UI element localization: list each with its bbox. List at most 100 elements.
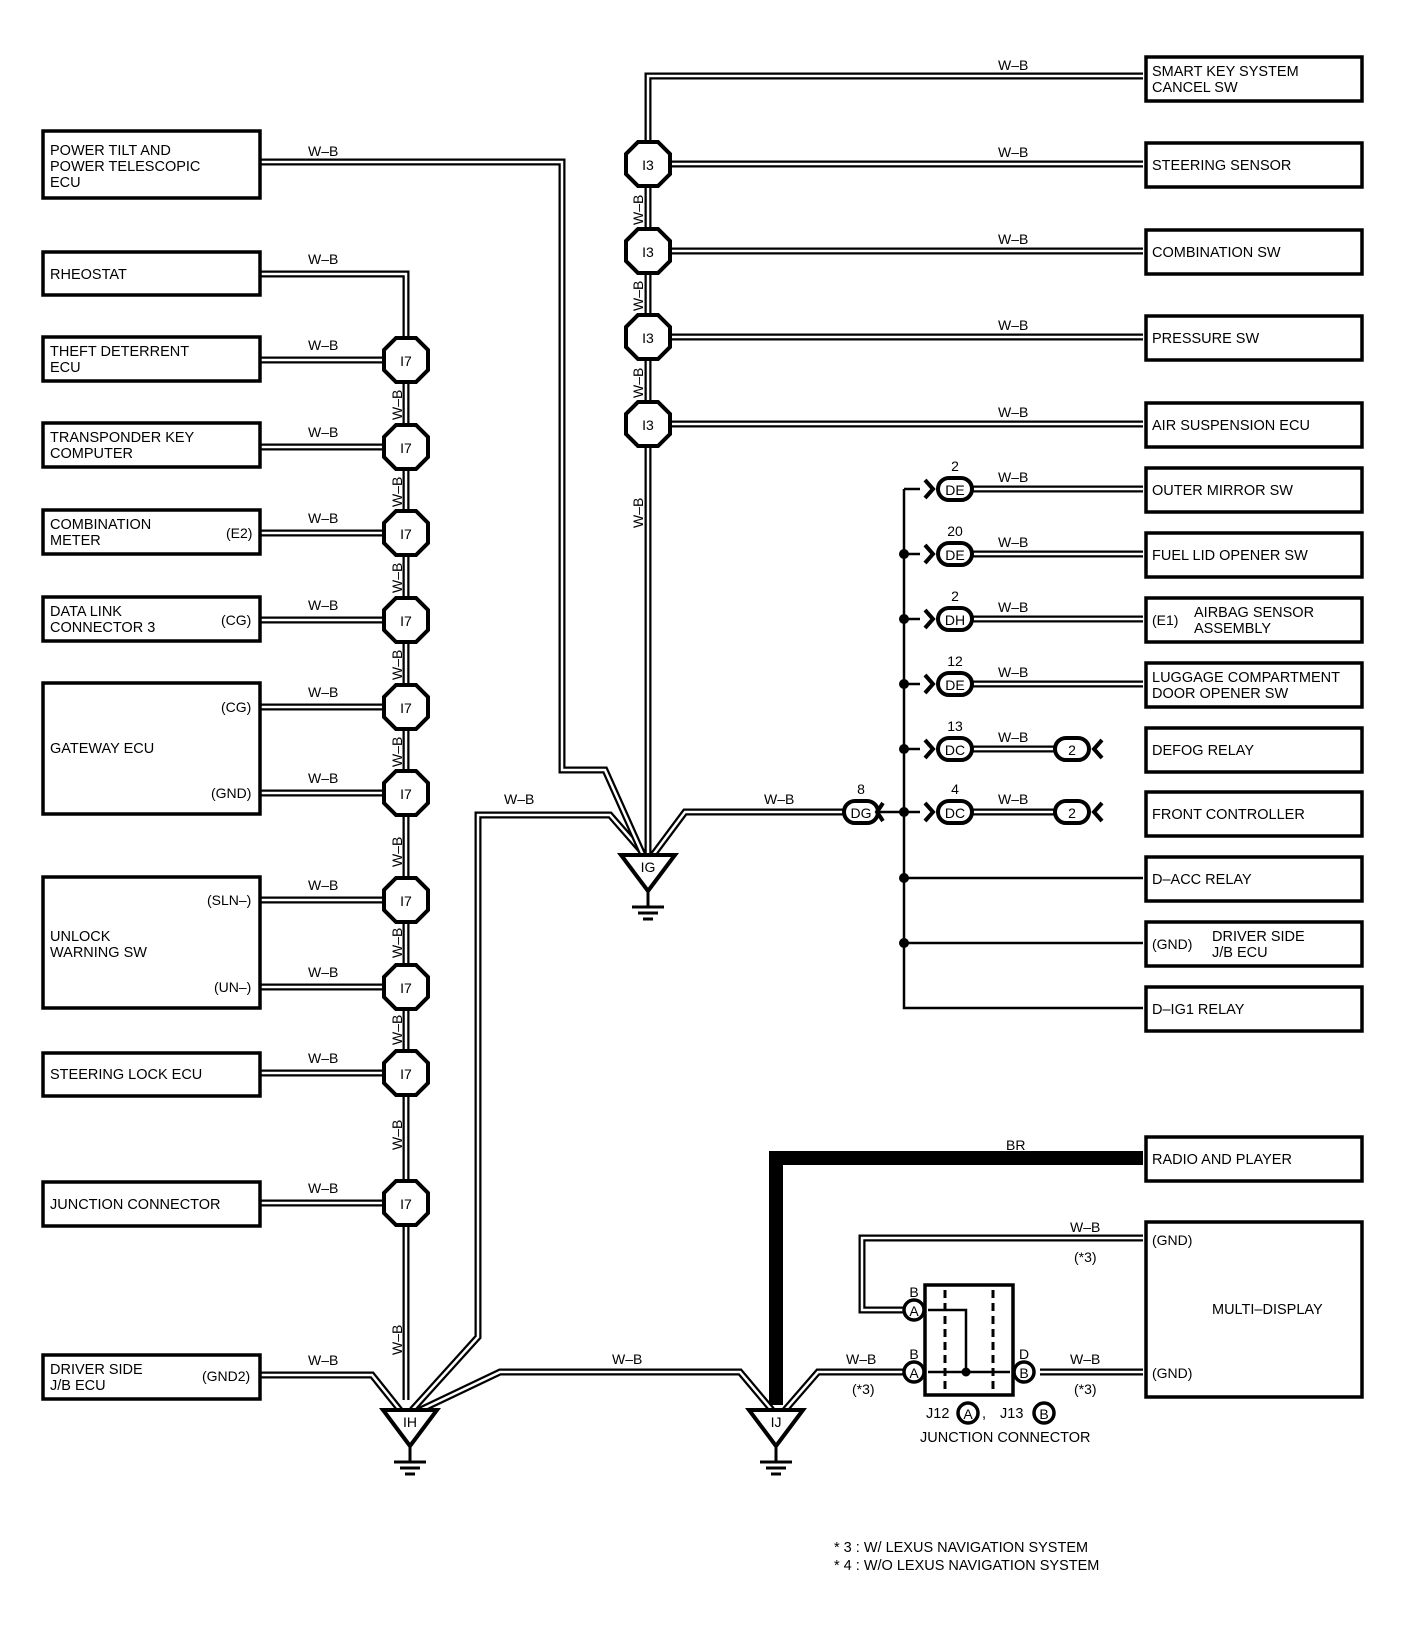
wire-label: W–B	[998, 144, 1028, 160]
theft-deterrent-ecu-box: THEFT DETERRENT ECU	[41, 335, 262, 383]
connector-i7: I7	[382, 963, 430, 1011]
wire-label: W–B	[846, 1351, 876, 1367]
svg-text:2: 2	[1068, 805, 1076, 821]
comp-label: ASSEMBLY	[1194, 621, 1271, 637]
connector-i3: I3	[624, 140, 672, 188]
comp-label: GATEWAY ECU	[50, 741, 154, 757]
svg-text:4: 4	[951, 781, 959, 797]
ground-ij: IJ	[745, 1408, 807, 1476]
pin-a-upper: A B	[902, 1284, 926, 1322]
comp-label: MULTI–DISPLAY	[1212, 1302, 1323, 1318]
comp-label: STEERING SENSOR	[1152, 158, 1291, 174]
svg-text:B: B	[909, 1346, 918, 1362]
junction-dots	[899, 549, 909, 948]
steering-lock-ecu-box: STEERING LOCK ECU	[41, 1051, 262, 1098]
svg-text:I7: I7	[400, 893, 412, 909]
comp-label: AIRBAG SENSOR	[1194, 605, 1314, 621]
wire-label: W–B	[389, 563, 405, 593]
comp-label: UNLOCK	[50, 929, 111, 945]
transponder-key-computer-box: TRANSPONDER KEY COMPUTER	[41, 421, 262, 469]
svg-text:I7: I7	[400, 526, 412, 542]
comp-label: JUNCTION CONNECTOR	[50, 1197, 221, 1213]
pin-label: (GND2)	[202, 1368, 250, 1384]
ground-ig: IG	[617, 853, 679, 921]
pin-label: (GND)	[1152, 1365, 1192, 1381]
wire-label: W–B	[504, 791, 534, 807]
airbag-sensor-assembly-box: AIRBAG SENSOR ASSEMBLY (E1)	[1144, 596, 1364, 644]
comp-label: COMBINATION SW	[1152, 245, 1281, 261]
comp-label: WARNING SW	[50, 945, 147, 961]
wire-label: W–B	[389, 737, 405, 767]
unlock-warning-sw-box: UNLOCK WARNING SW (SLN–) (UN–)	[41, 875, 262, 1010]
connector-dc: DC 13	[923, 718, 974, 762]
svg-text:2: 2	[1068, 742, 1076, 758]
comp-label: THEFT DETERRENT	[50, 344, 189, 360]
i3-connectors: I3 I3 I3 I3	[624, 140, 672, 448]
note-line: * 3 : W/ LEXUS NAVIGATION SYSTEM	[834, 1540, 1088, 1556]
svg-text:I7: I7	[400, 353, 412, 369]
driver-side-jb-ecu-left-box: DRIVER SIDE J/B ECU (GND2)	[41, 1353, 262, 1401]
wire-labels: W–B W–B W–B W–B W–B W–B W–B W–B W–B W–B …	[308, 57, 1100, 1397]
i7-connectors: I7 I7 I7 I7 I7 I7 I7 I7 I7 I7	[382, 336, 430, 1227]
wire-label: W–B	[998, 404, 1028, 420]
power-tilt-ecu-box: POWER TILT AND POWER TELESCOPIC ECU	[41, 129, 262, 200]
right-components: SMART KEY SYSTEM CANCEL SW STEERING SENS…	[1144, 55, 1364, 1399]
combination-sw-box: COMBINATION SW	[1144, 228, 1364, 276]
air-suspension-ecu-box: AIR SUSPENSION ECU	[1144, 401, 1364, 449]
connector-i7: I7	[382, 1049, 430, 1097]
j13-b-badge: B	[1032, 1401, 1056, 1425]
comp-label: CONNECTOR 3	[50, 620, 155, 636]
wire-label: W–B	[308, 1180, 338, 1196]
single-wires	[877, 487, 1143, 1010]
comp-label: PRESSURE SW	[1152, 331, 1259, 347]
wire-label: W–B	[998, 469, 1028, 485]
svg-text:IH: IH	[403, 1414, 417, 1430]
wire-label: W–B	[389, 928, 405, 958]
connector-dg: DG 8	[842, 781, 885, 825]
comp-label: CANCEL SW	[1152, 80, 1238, 96]
wire-label: W–B	[998, 317, 1028, 333]
wire-label: W–B	[308, 770, 338, 786]
pin-label: (E2)	[226, 525, 252, 541]
connector-2: 2	[1053, 736, 1104, 762]
svg-text:B: B	[1019, 1365, 1028, 1381]
svg-text:I7: I7	[400, 700, 412, 716]
pressure-sw-box: PRESSURE SW	[1144, 314, 1364, 362]
pin-label: (GND)	[211, 785, 251, 801]
comp-label: ECU	[50, 360, 81, 376]
wire-label: W–B	[389, 837, 405, 867]
svg-text:I7: I7	[400, 440, 412, 456]
comp-label: AIR SUSPENSION ECU	[1152, 418, 1310, 434]
wire-label: W–B	[612, 1351, 642, 1367]
comp-label: D–ACC RELAY	[1152, 872, 1252, 888]
wire-label: W–B	[389, 1015, 405, 1045]
wire-label: W–B	[998, 57, 1028, 73]
comp-label: POWER TELESCOPIC	[50, 159, 200, 175]
svg-text:DE: DE	[945, 547, 964, 563]
wire-label: W–B	[630, 368, 646, 398]
note-line: * 4 : W/O LEXUS NAVIGATION SYSTEM	[834, 1558, 1099, 1574]
wire-label: W–B	[308, 964, 338, 980]
j13-label: J13	[1000, 1406, 1023, 1422]
wire-label: W–B	[1070, 1219, 1100, 1235]
svg-text:I7: I7	[400, 980, 412, 996]
ground-ih: IH	[379, 1408, 441, 1476]
svg-text:I7: I7	[400, 613, 412, 629]
connector-de: DE 20	[923, 523, 974, 567]
wire-label: W–B	[308, 337, 338, 353]
d-ig1-relay-box: D–IG1 RELAY	[1144, 985, 1364, 1033]
svg-text:2: 2	[951, 458, 959, 474]
pin-label: (CG)	[221, 612, 251, 628]
wire-label: W–B	[308, 597, 338, 613]
wire-label: W–B	[630, 281, 646, 311]
front-controller-box: FRONT CONTROLLER	[1144, 790, 1364, 838]
comp-label: COMPUTER	[50, 446, 133, 462]
comp-label: OUTER MIRROR SW	[1152, 483, 1293, 499]
fuel-lid-opener-sw-box: FUEL LID OPENER SW	[1144, 531, 1364, 579]
comp-label: DATA LINK	[50, 604, 122, 620]
wire-label: W–B	[308, 251, 338, 267]
wire-label: W–B	[389, 390, 405, 420]
wire-label: W–B	[308, 424, 338, 440]
svg-text:DE: DE	[945, 482, 964, 498]
